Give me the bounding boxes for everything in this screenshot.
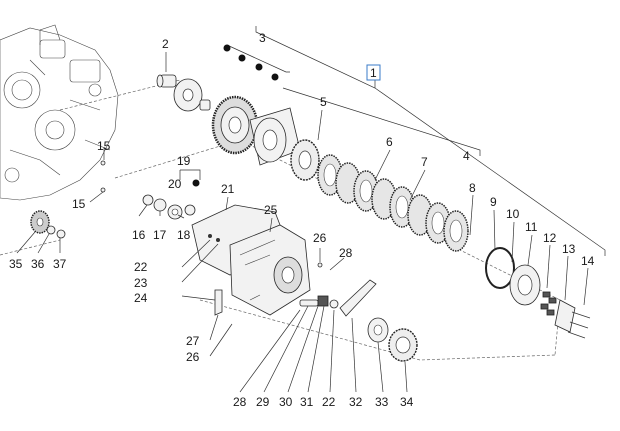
label-6: 6 <box>386 135 393 149</box>
label-24: 24 <box>134 291 148 305</box>
label-4: 4 <box>463 149 470 163</box>
part-14-bolts <box>567 311 591 339</box>
label-5: 5 <box>320 95 327 109</box>
part-11-pressure-plate <box>509 264 541 306</box>
housing-25 <box>229 224 311 316</box>
label-37: 37 <box>53 257 67 271</box>
label-30: 30 <box>279 395 293 409</box>
seal-33 <box>367 317 389 343</box>
label-34: 34 <box>400 395 414 409</box>
label-8: 8 <box>469 181 476 195</box>
label-28-right: 28 <box>339 246 353 260</box>
label-28-bottom: 28 <box>233 395 247 409</box>
label-36: 36 <box>31 257 45 271</box>
label-10: 10 <box>506 207 520 221</box>
label-15-bottom: 15 <box>72 197 86 211</box>
callout-numbers: 1 2 3 4 5 6 7 8 9 10 11 12 13 14 15 15 1… <box>9 31 595 409</box>
leader-lines <box>16 52 589 393</box>
label-26-right: 26 <box>313 231 327 245</box>
label-15-top: 15 <box>97 139 111 153</box>
group-brackets <box>179 26 606 256</box>
label-14: 14 <box>581 254 595 268</box>
part-12-springs <box>540 291 557 316</box>
label-7: 7 <box>421 155 428 169</box>
label-33: 33 <box>375 395 389 409</box>
label-29: 29 <box>256 395 270 409</box>
label-20: 20 <box>168 177 182 191</box>
part-gear-ring <box>211 95 259 155</box>
label-19: 19 <box>177 154 191 168</box>
label-32: 32 <box>349 395 363 409</box>
label-2: 2 <box>162 37 169 51</box>
label-26-left: 26 <box>186 350 200 364</box>
label-16: 16 <box>132 228 146 242</box>
label-35: 35 <box>9 257 23 271</box>
label-12: 12 <box>543 231 557 245</box>
label-17: 17 <box>153 228 167 242</box>
label-31: 31 <box>300 395 314 409</box>
boot-34 <box>388 328 418 362</box>
bracket-24 <box>214 289 223 316</box>
label-25: 25 <box>264 203 278 217</box>
label-9: 9 <box>490 195 497 209</box>
shaft-parts <box>299 262 377 317</box>
clutch-plate-stack <box>317 154 469 252</box>
part-clutch-basket <box>249 107 301 166</box>
part-2-bushing <box>156 74 177 88</box>
part-3-washer <box>173 78 211 112</box>
label-23: 23 <box>134 276 148 290</box>
label-18: 18 <box>177 228 191 242</box>
ref-box-1 <box>366 64 381 81</box>
kit-markers <box>223 44 279 81</box>
label-27: 27 <box>186 334 200 348</box>
label-22-bottom: 22 <box>322 395 336 409</box>
small-parts-left <box>30 160 200 239</box>
label-3: 3 <box>259 31 266 45</box>
label-21: 21 <box>221 182 235 196</box>
part-9-ring <box>485 247 515 289</box>
engine-block <box>0 24 119 201</box>
label-22-left: 22 <box>134 260 148 274</box>
label-1: 1 <box>370 66 377 80</box>
label-13: 13 <box>562 242 576 256</box>
label-11: 11 <box>525 220 538 234</box>
part-13-plate <box>554 299 576 333</box>
assembly-guide-lines <box>0 79 561 361</box>
part-5-hub <box>290 139 320 181</box>
